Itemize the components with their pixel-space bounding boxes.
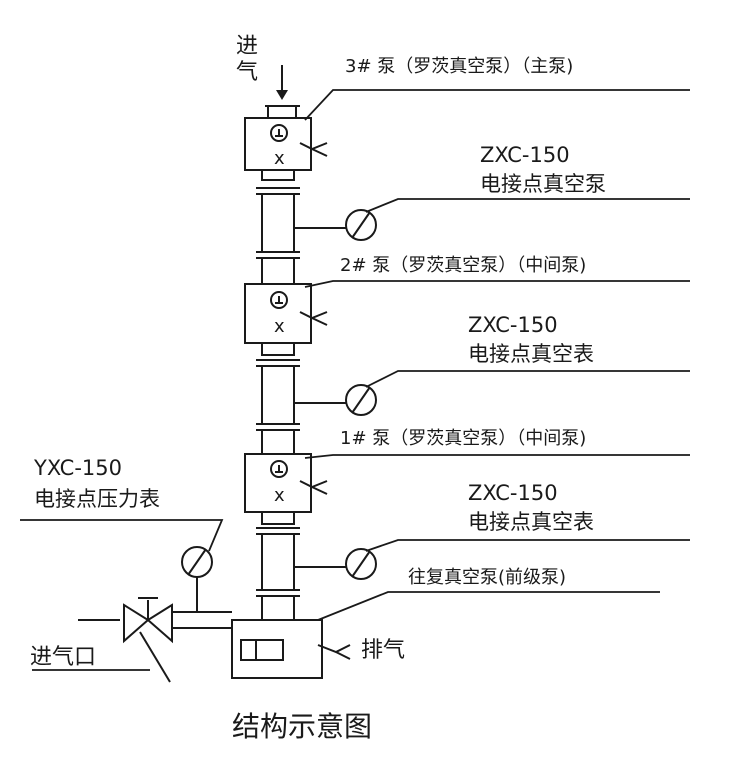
backing-pump xyxy=(231,619,351,679)
vacuum-gauge-low xyxy=(294,548,377,580)
pump-1-marker: x xyxy=(274,485,285,506)
gauge-low-name: 电接点真空表 xyxy=(468,510,594,534)
pump-3-label: 3# 泵（罗茨真空泵）（主泵) xyxy=(345,56,574,77)
leader-lines xyxy=(20,89,690,671)
inlet-port-label: 进气口 xyxy=(30,645,97,670)
pressure-gauge-model: YXC-150 xyxy=(34,456,123,480)
inlet-top-label-2: 气 xyxy=(236,60,259,85)
pump-2-marker: x xyxy=(274,316,285,337)
pump-3-marker: x xyxy=(274,148,285,169)
gauge-top-model: ZXC-150 xyxy=(480,143,570,167)
pump-3 xyxy=(244,117,328,171)
pressure-gauge-name: 电接点压力表 xyxy=(34,487,160,511)
pump-1-label: 1# 泵（罗茨真空泵）（中间泵) xyxy=(340,428,587,449)
gauge-top-name: 电接点真空泵 xyxy=(480,172,606,196)
pump-2 xyxy=(244,283,328,344)
inlet-valve xyxy=(78,597,232,683)
exhaust-label: 排气 xyxy=(361,638,406,663)
diagram-caption: 结构示意图 xyxy=(232,710,373,743)
backing-pump-label: 往复真空泵(前级泵) xyxy=(408,567,567,588)
vacuum-gauge-top xyxy=(294,209,377,241)
pump-1 xyxy=(244,453,328,513)
vacuum-gauge-mid xyxy=(294,384,377,416)
inlet-top-label-1: 进 xyxy=(236,34,259,59)
pressure-gauge xyxy=(181,546,213,612)
main-pipe xyxy=(256,105,300,621)
inlet-arrow xyxy=(265,65,300,107)
gauge-mid-name: 电接点真空表 xyxy=(468,342,594,366)
pump-2-label: 2# 泵（罗茨真空泵）（中间泵) xyxy=(340,255,587,276)
gauge-mid-model: ZXC-150 xyxy=(468,313,558,337)
gauge-low-model: ZXC-150 xyxy=(468,481,558,505)
